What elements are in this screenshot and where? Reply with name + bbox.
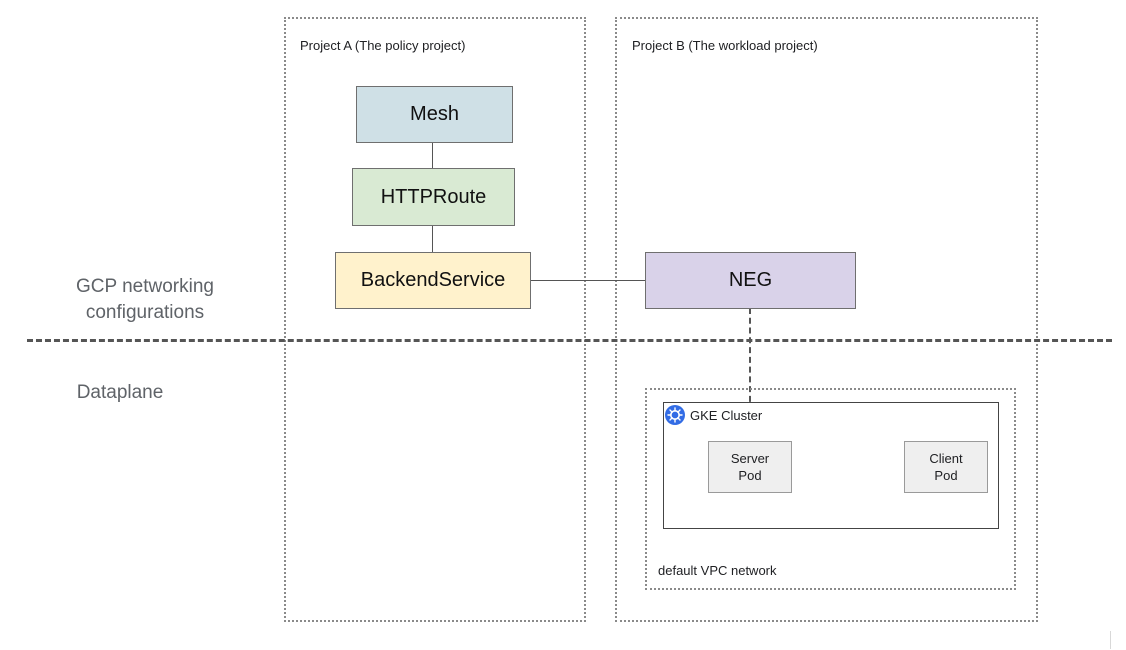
gcp-networking-label: GCP networking configurations	[40, 274, 250, 326]
httproute-box: HTTPRoute	[352, 168, 515, 226]
vpc-network-label: default VPC network	[658, 563, 777, 578]
mesh-box: Mesh	[356, 86, 513, 143]
project-a-container	[284, 17, 586, 622]
server-pod-line1: Server	[730, 451, 770, 466]
vpc-network-container	[645, 388, 1016, 590]
dataplane-label: Dataplane	[76, 382, 164, 403]
project-a-label: Project A (The policy project)	[300, 38, 466, 53]
project-b-label: Project B (The workload project)	[632, 38, 818, 53]
plane-divider	[27, 339, 1112, 342]
neg-to-server-pod-connector	[749, 308, 751, 441]
client-pod-box: Client Pod	[904, 441, 988, 493]
project-b-container	[615, 17, 1038, 622]
backend-to-neg-connector	[530, 280, 645, 281]
client-pod-line1: Client	[929, 451, 963, 466]
gke-cluster-label: GKE Cluster	[690, 408, 763, 423]
gcp-label-line1: GCP networking	[76, 276, 214, 297]
backend-service-box: BackendService	[335, 252, 531, 309]
gcp-label-line2: configurations	[85, 302, 205, 323]
kubernetes-icon	[665, 405, 685, 425]
neg-box: NEG	[645, 252, 856, 309]
edge-tick-mark	[1110, 631, 1111, 649]
server-pod-line2: Pod	[738, 468, 762, 483]
route-to-backend-connector	[432, 226, 433, 252]
server-pod-box: Server Pod	[708, 441, 792, 493]
mesh-to-route-connector	[432, 143, 433, 168]
client-pod-line2: Pod	[934, 468, 958, 483]
